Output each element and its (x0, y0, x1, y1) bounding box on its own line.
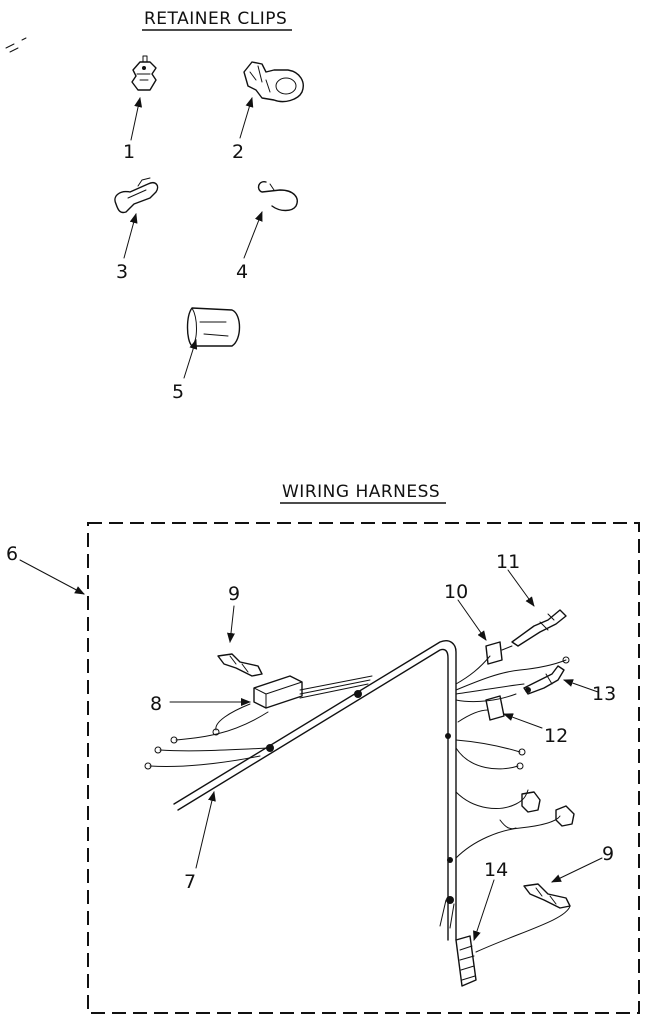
terminal-9-left (217, 653, 263, 677)
callout-14-leader (473, 879, 495, 941)
callout-4-leader (243, 211, 263, 259)
callout-13: 13 (592, 683, 616, 705)
terminal-13 (523, 665, 565, 695)
callout-9b-leader (551, 857, 603, 883)
callout-11-leader (507, 569, 535, 607)
harness-leads-right (455, 655, 570, 859)
retainer-clip-1 (131, 55, 157, 91)
retainer-clip-2 (243, 61, 304, 103)
callout-12: 12 (544, 725, 568, 747)
retainer-clip-5 (186, 307, 241, 347)
retainer-clip-3 (114, 177, 159, 214)
harness-leads-left (144, 675, 373, 770)
callout-4: 4 (236, 261, 248, 283)
callout-9a-leader (227, 605, 235, 643)
retainer-clips-title: RETAINER CLIPS (144, 9, 287, 29)
callout-6-leader (19, 559, 85, 595)
connector-10 (485, 641, 513, 665)
wiring-harness-title: WIRING HARNESS (282, 482, 440, 502)
stray-mark (5, 37, 27, 53)
callout-13-leader (563, 679, 599, 693)
callout-9b: 9 (602, 843, 614, 865)
plug-connector-lower (555, 805, 575, 827)
callout-8: 8 (150, 693, 162, 715)
callout-5: 5 (172, 381, 184, 403)
harness-trunk (173, 640, 457, 941)
harness-boundary-box (87, 522, 640, 1014)
callout-6: 6 (6, 543, 18, 565)
callout-7: 7 (184, 871, 196, 893)
callout-2-leader (239, 97, 254, 139)
callout-5-leader (183, 339, 198, 379)
callout-11: 11 (496, 551, 520, 573)
callout-10: 10 (444, 581, 468, 603)
callout-2: 2 (232, 141, 244, 163)
callout-1-leader (130, 97, 143, 141)
terminal-11 (511, 609, 567, 647)
plug-connector-upper (521, 791, 541, 813)
callout-12-leader (503, 713, 543, 729)
callout-14: 14 (484, 859, 508, 881)
connector-block-8 (253, 675, 303, 709)
callout-9a: 9 (228, 583, 240, 605)
callout-3: 3 (116, 261, 128, 283)
callout-7-leader (195, 791, 216, 869)
terminal-9-right (475, 883, 571, 953)
callout-1: 1 (123, 141, 135, 163)
callout-3-leader (123, 213, 138, 259)
retainer-clip-4 (257, 181, 298, 212)
callout-10-leader (457, 599, 487, 641)
terminal-block-14 (455, 935, 477, 987)
